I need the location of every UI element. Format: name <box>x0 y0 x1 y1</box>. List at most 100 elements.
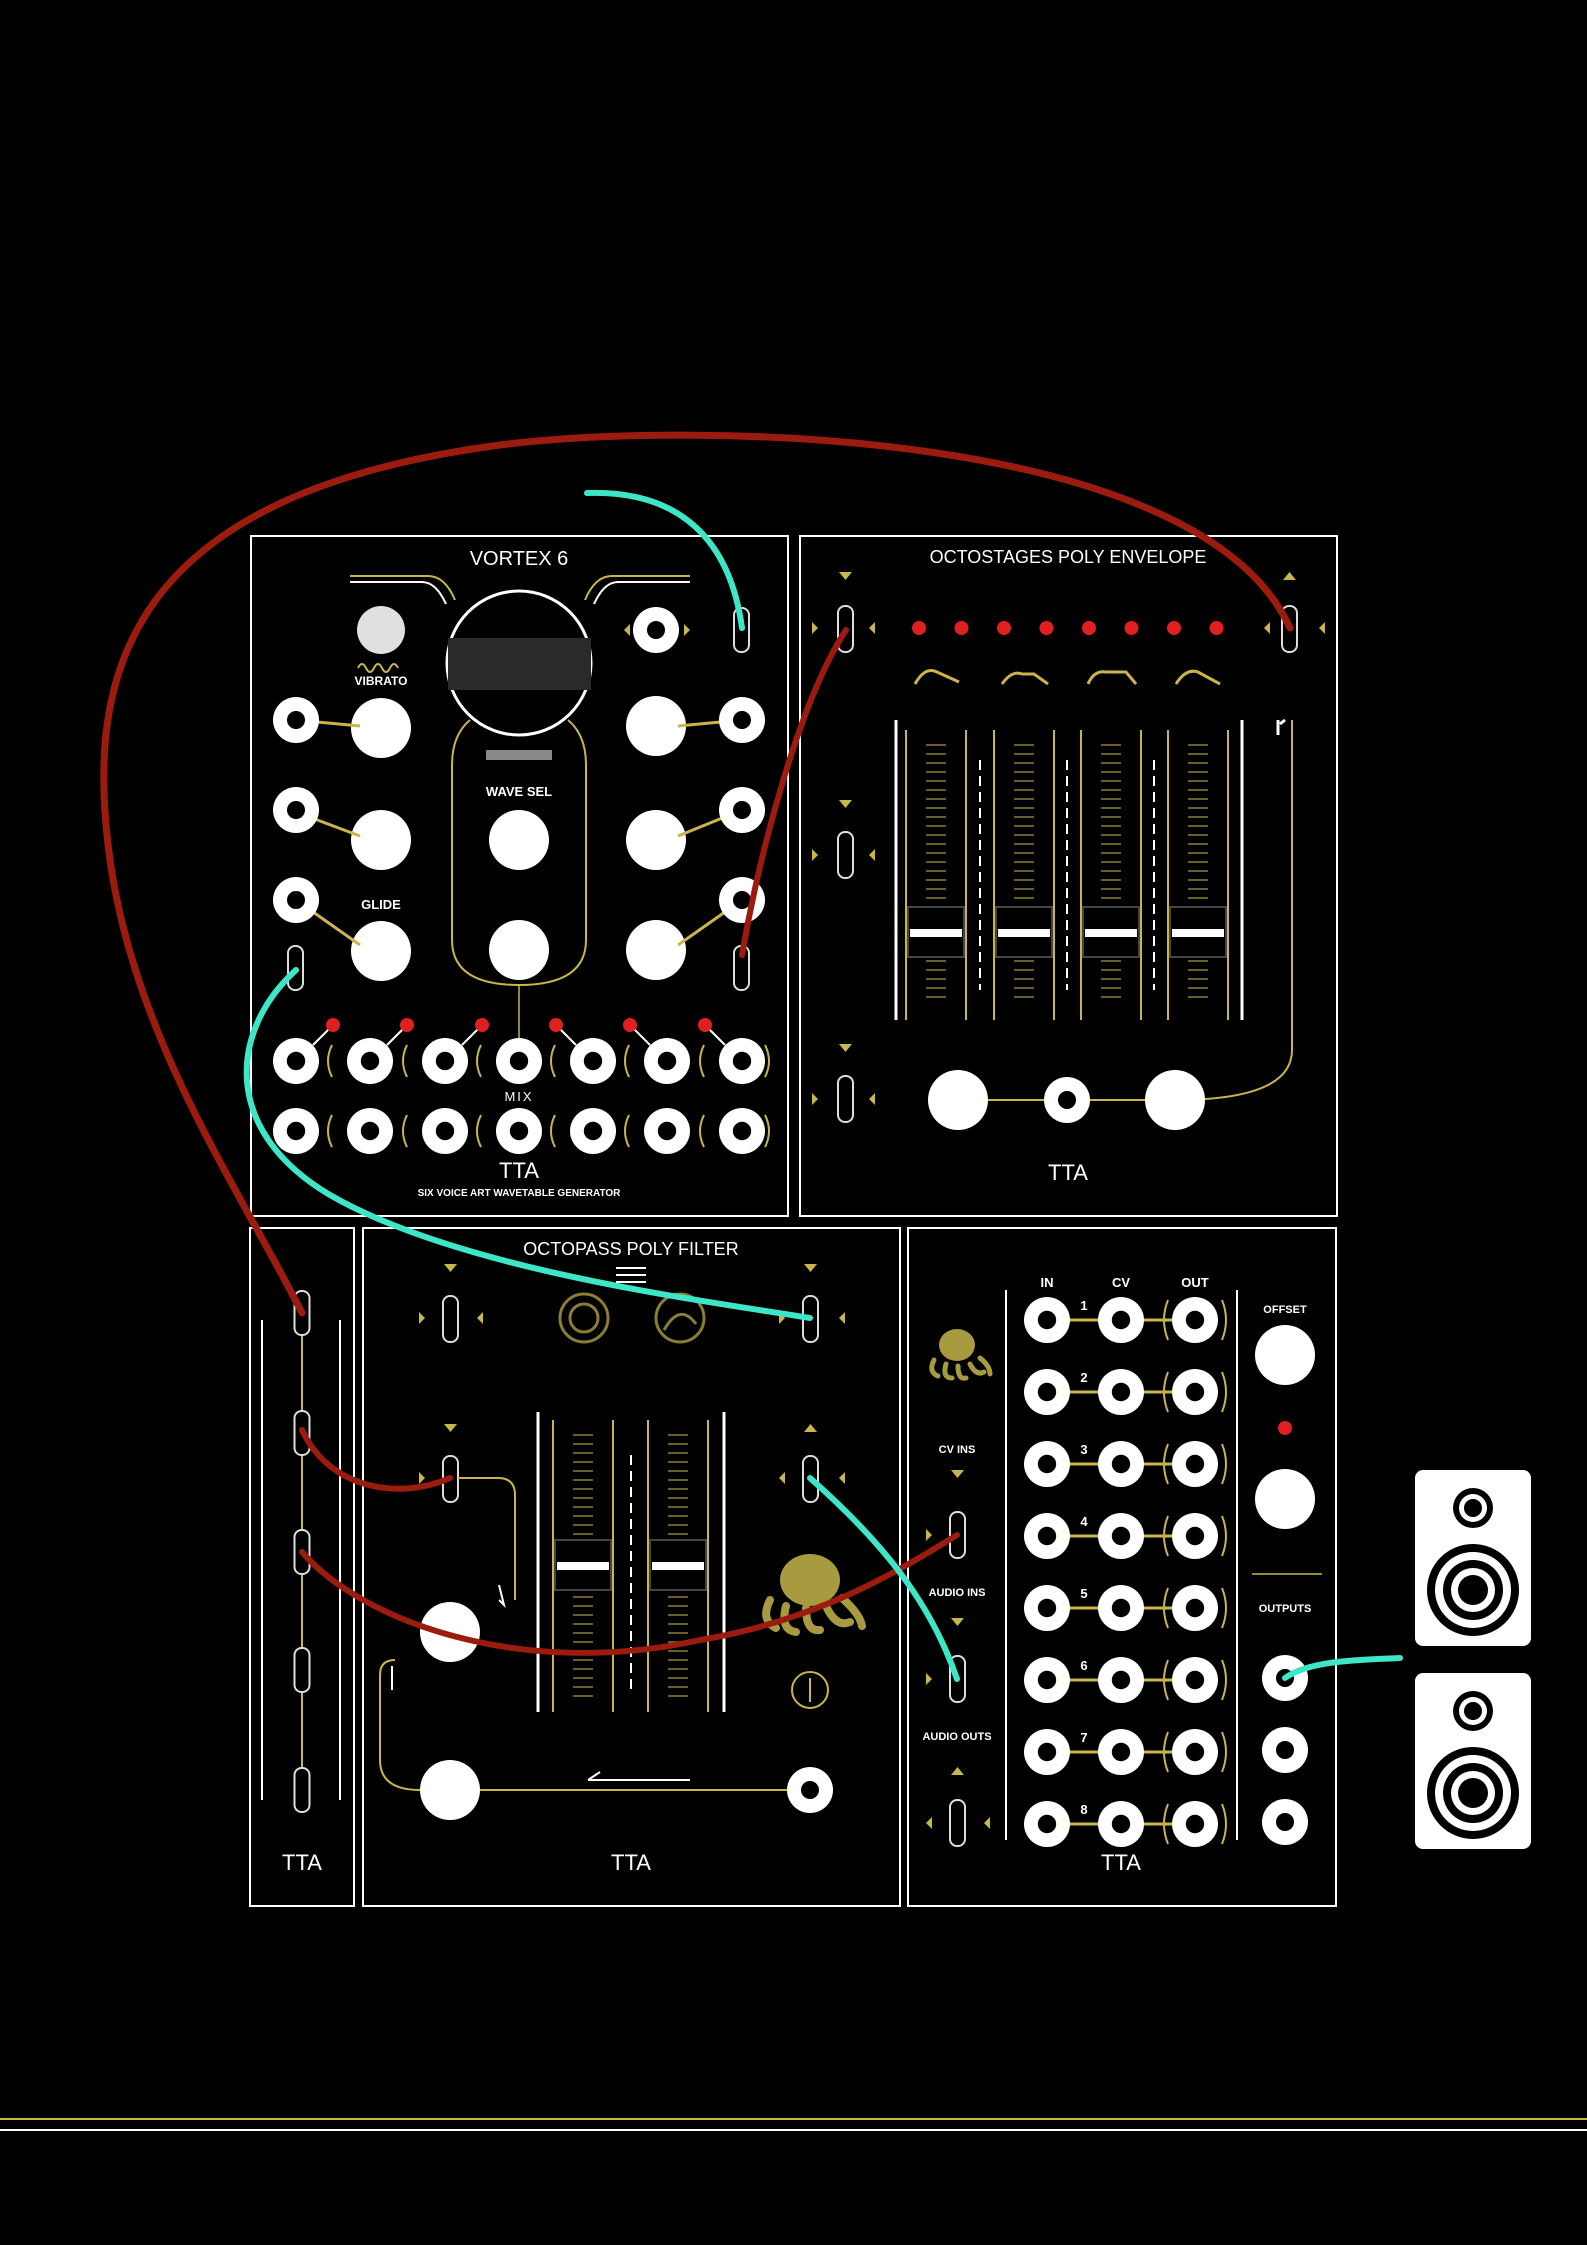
speaker-top[interactable] <box>1415 1470 1531 1646</box>
utility-brand: TTA <box>282 1850 322 1875</box>
audio-outs-text: AUDIO OUTS <box>922 1731 991 1743</box>
io-in-jack-3[interactable] <box>1024 1441 1070 1487</box>
octopass-knob-resonance[interactable] <box>420 1760 480 1820</box>
voice-led-6 <box>698 1018 712 1032</box>
io-cv-jack-3[interactable] <box>1098 1441 1144 1487</box>
voice-jack-bottom-4[interactable] <box>496 1108 542 1154</box>
io-cv-jack-6[interactable] <box>1098 1657 1144 1703</box>
io-out-jack-8[interactable] <box>1172 1801 1218 1847</box>
footer-line-gold <box>0 2118 1587 2120</box>
io-out-jack-3[interactable] <box>1172 1441 1218 1487</box>
io-in-jack-2[interactable] <box>1024 1369 1070 1415</box>
io-channel-number-2: 2 <box>1080 1370 1087 1385</box>
voice-jack-bottom-6[interactable] <box>644 1108 690 1154</box>
voice-jack-bottom-2[interactable] <box>347 1108 393 1154</box>
io-cv-jack-5[interactable] <box>1098 1585 1144 1631</box>
vortex-brand: TTA <box>499 1158 539 1183</box>
knob-right-mid[interactable] <box>626 810 686 870</box>
voice-jack-bottom-7[interactable] <box>719 1108 765 1154</box>
vortex-display-bar <box>486 750 552 760</box>
voice-jack-top-1[interactable] <box>273 1038 319 1084</box>
audio-outs-label: AUDIO OUTS <box>922 1731 991 1743</box>
stage-led-3 <box>997 621 1011 635</box>
io-out-jack-1[interactable] <box>1172 1297 1218 1343</box>
voice-led-3 <box>475 1018 489 1032</box>
knob-vibrato-amount[interactable] <box>351 698 411 758</box>
voice-jack-top-6[interactable] <box>644 1038 690 1084</box>
io-in-jack-5[interactable] <box>1024 1585 1070 1631</box>
footer-line-white <box>0 2129 1587 2131</box>
io-out-jack-5[interactable] <box>1172 1585 1218 1631</box>
io-channel-number-4: 4 <box>1080 1514 1088 1529</box>
io-cv-jack-7[interactable] <box>1098 1729 1144 1775</box>
vibrato-label: VIBRATO <box>355 674 408 688</box>
io-module: IN CV OUT CV INS AUDIO INS AUDIO OUTS <box>908 1228 1336 1906</box>
io-out-jack-2[interactable] <box>1172 1369 1218 1415</box>
io-cv-jack-8[interactable] <box>1098 1801 1144 1847</box>
io-out-jack-6[interactable] <box>1172 1657 1218 1703</box>
utility-port-4[interactable] <box>295 1648 310 1692</box>
voice-jack-top-2[interactable] <box>347 1038 393 1084</box>
io-cv-jack-4[interactable] <box>1098 1513 1144 1559</box>
io-out-jack-7[interactable] <box>1172 1729 1218 1775</box>
octopass-brand: TTA <box>611 1850 651 1875</box>
io-cv-jack-2[interactable] <box>1098 1369 1144 1415</box>
io-in-jack-8[interactable] <box>1024 1801 1070 1847</box>
mix-label: MIX <box>504 1089 533 1104</box>
knob-glide[interactable] <box>351 921 411 981</box>
voice-jack-top-4[interactable] <box>496 1038 542 1084</box>
io-col-in: IN <box>1041 1275 1054 1290</box>
cv-ins-text: CV INS <box>939 1444 976 1456</box>
io-channel-number-6: 6 <box>1080 1658 1087 1673</box>
voice-led-4 <box>549 1018 563 1032</box>
knob-right-top[interactable] <box>626 696 686 756</box>
stage-led-1 <box>912 621 926 635</box>
voice-jack-top-3[interactable] <box>422 1038 468 1084</box>
io-cv-jack-1[interactable] <box>1098 1297 1144 1343</box>
knob-right-low[interactable] <box>626 920 686 980</box>
io-channel-number-8: 8 <box>1080 1802 1087 1817</box>
knob-wave-sel[interactable] <box>489 810 549 870</box>
io-out-jack-4[interactable] <box>1172 1513 1218 1559</box>
voice-led-2 <box>400 1018 414 1032</box>
io-channel-number-7: 7 <box>1080 1730 1087 1745</box>
io-channel-number-3: 3 <box>1080 1442 1087 1457</box>
io-col-cv: CV <box>1112 1275 1130 1290</box>
knob-wave-center[interactable] <box>489 920 549 980</box>
utility-port-5[interactable] <box>295 1768 310 1812</box>
stage-led-6 <box>1125 621 1139 635</box>
wave-sel-label: WAVE SEL <box>486 784 552 799</box>
knob-left-mid[interactable] <box>351 810 411 870</box>
io-brand: TTA <box>1101 1850 1141 1875</box>
octostages-title: OCTOSTAGES POLY ENVELOPE <box>930 547 1207 567</box>
octostages-port-mid-left[interactable] <box>838 832 853 878</box>
offset-knob-1[interactable] <box>1255 1325 1315 1385</box>
vibrato-button[interactable] <box>357 606 405 654</box>
octopass-port-1[interactable] <box>443 1296 458 1342</box>
stage-led-7 <box>1167 621 1181 635</box>
voice-jack-top-5[interactable] <box>570 1038 616 1084</box>
outputs-label: OUTPUTS <box>1259 1603 1312 1615</box>
octostages-knob-right[interactable] <box>1145 1070 1205 1130</box>
voice-jack-top-7[interactable] <box>719 1038 765 1084</box>
voice-jack-bottom-1[interactable] <box>273 1108 319 1154</box>
octostages-module: OCTOSTAGES POLY ENVELOPE <box>800 536 1337 1216</box>
octopass-module: OCTOPASS POLY FILTER <box>363 1228 900 1906</box>
offset-knob-2[interactable] <box>1255 1469 1315 1529</box>
audio-outs-port[interactable] <box>950 1800 965 1846</box>
io-in-jack-1[interactable] <box>1024 1297 1070 1343</box>
voice-jack-bottom-3[interactable] <box>422 1108 468 1154</box>
octostages-brand: TTA <box>1048 1160 1088 1185</box>
voice-jack-bottom-5[interactable] <box>570 1108 616 1154</box>
io-in-jack-4[interactable] <box>1024 1513 1070 1559</box>
offset-led <box>1278 1421 1292 1435</box>
octostages-knob-left[interactable] <box>928 1070 988 1130</box>
vortex-module: VORTEX 6 VIBRATO WAVE SEL GLIDE MIX <box>251 536 788 1216</box>
speaker-bottom[interactable] <box>1415 1673 1531 1849</box>
io-col-out: OUT <box>1181 1275 1209 1290</box>
io-in-jack-7[interactable] <box>1024 1729 1070 1775</box>
audio-ins-label: AUDIO INS <box>929 1587 986 1599</box>
octostages-port-low-left[interactable] <box>838 1076 853 1122</box>
io-in-jack-6[interactable] <box>1024 1657 1070 1703</box>
